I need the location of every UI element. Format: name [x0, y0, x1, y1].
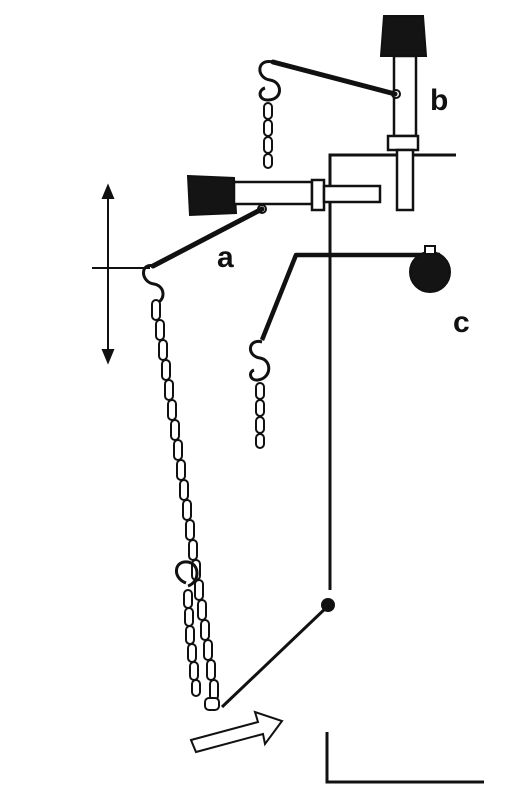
arm-b: [270, 59, 398, 97]
clamp-b-knob: [379, 15, 428, 57]
pendulum-rod: [220, 604, 330, 709]
hook-c: [249, 339, 271, 382]
lower-hook: [175, 560, 199, 588]
clamp-b-nut: [386, 134, 420, 152]
ball-c: [409, 251, 451, 293]
main-pole: [328, 153, 456, 590]
long-chain: [151, 299, 220, 711]
short-chain-c: [255, 382, 265, 449]
clamp-a-nut: [310, 178, 326, 212]
lower-chain: [183, 589, 201, 697]
outline-arrow-icon: [189, 710, 284, 754]
hinge-pivot: [321, 598, 335, 612]
label-b: b: [430, 84, 449, 117]
short-chain-b: [263, 102, 273, 169]
clamp-a-knob: [186, 174, 238, 217]
arm-c: [259, 252, 440, 341]
clamp-a-body: [232, 180, 314, 206]
clamp-a: [186, 174, 382, 217]
clamp-b-rod: [395, 148, 415, 212]
label-a: a: [217, 241, 234, 274]
hook-a: [142, 264, 165, 306]
arm-a: [150, 206, 265, 269]
ball-c-stem: [424, 245, 436, 255]
scale-bar: [325, 732, 484, 784]
vertical-double-arrow-icon: [92, 183, 150, 365]
clamp-a-rod: [322, 184, 382, 204]
clamp-b: [379, 15, 428, 212]
label-c: c: [453, 306, 470, 339]
hook-b: [258, 60, 281, 102]
